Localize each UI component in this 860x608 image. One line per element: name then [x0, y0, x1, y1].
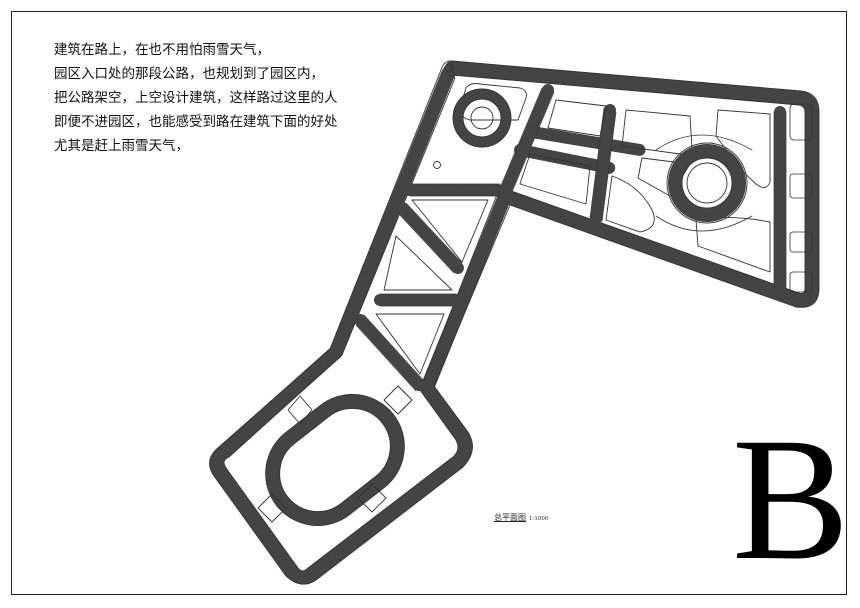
- pavilions: [257, 385, 413, 523]
- detail-marker: [444, 63, 454, 73]
- plan-caption-scale: 1:1000: [529, 516, 549, 522]
- description-line: 即便不进园区，也能感受到路在建筑下面的好处: [54, 114, 338, 130]
- description-line: 园区入口处的那段公路，也规划到了园区内，: [54, 66, 324, 82]
- oval-track: [265, 394, 405, 526]
- drawing-frame: [11, 11, 847, 595]
- detail-marker: [433, 161, 441, 169]
- description-line: 尤其是赶上雨雪天气，: [54, 138, 189, 154]
- large-roundabout: [655, 134, 753, 232]
- right-edge-structures: [789, 103, 813, 293]
- description-text: 建筑在路上，在也不用怕雨雪天气， 园区入口处的那段公路，也规划到了园区内， 把公…: [54, 38, 394, 158]
- internal-road-edges: [355, 87, 787, 392]
- internal-roads: [354, 84, 786, 392]
- perimeter-road-edges: [209, 60, 820, 585]
- small-roundabout: [452, 88, 512, 148]
- plan-caption-title: 总平面图: [494, 513, 526, 522]
- description-line: 把公路架空，上空设计建筑，这样路过这里的人: [54, 90, 338, 106]
- sheet-letter: B: [732, 402, 850, 597]
- description-line: 建筑在路上，在也不用怕雨雪天气，: [54, 42, 270, 58]
